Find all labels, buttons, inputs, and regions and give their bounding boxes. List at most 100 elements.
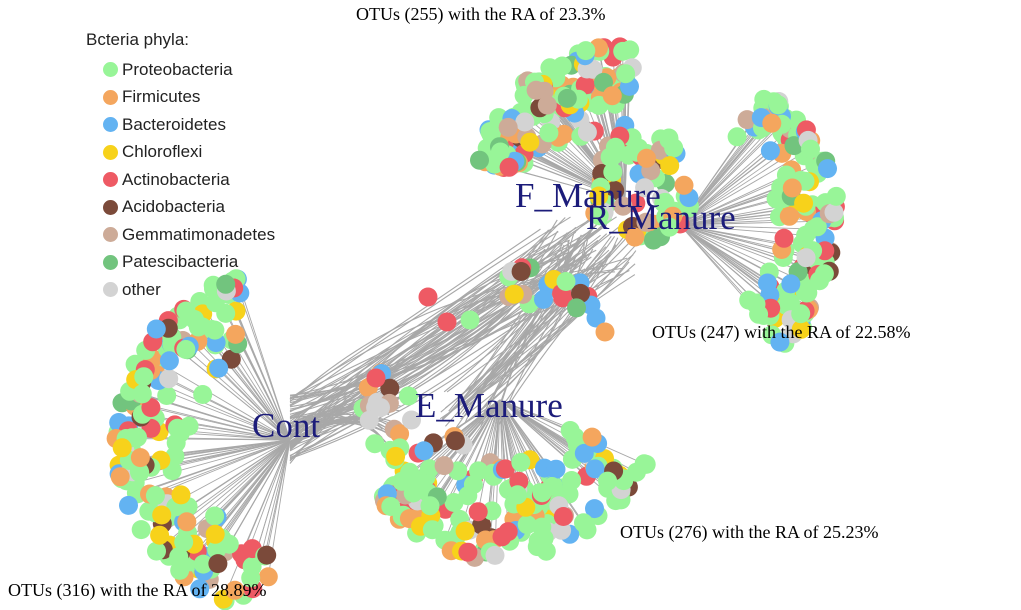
linker-node [418, 287, 438, 307]
group-label-cont: Cont [252, 406, 321, 445]
mid-hub-node [556, 272, 576, 291]
legend-item-other: other [103, 276, 275, 304]
caption-bottom-left-cluster: OTUs (316) with the RA of 28.89% [8, 580, 267, 600]
network-nodes [106, 37, 846, 610]
bottom-cluster-node [434, 456, 454, 476]
mid-hub-node [504, 284, 524, 304]
r-manure-hub-node [603, 162, 623, 182]
r-manure-hub-node [637, 148, 656, 168]
top-cluster-node [557, 88, 577, 108]
r-manure-hub-node [674, 175, 694, 195]
inter-group-edge [466, 250, 612, 405]
right-cluster-edge [679, 224, 768, 284]
bottom-cluster-node [553, 507, 573, 526]
inter-group-edge [478, 234, 582, 424]
bottom-cluster-node [546, 459, 566, 479]
right-cluster-node [768, 95, 788, 115]
right-cluster-node [762, 113, 782, 133]
mid-hub-node [571, 283, 590, 303]
bottom-cluster-node [444, 493, 464, 512]
right-cluster-node [796, 248, 816, 268]
left-cluster-node [205, 320, 225, 340]
left-cluster-edge [239, 292, 291, 441]
r-manure-hub-node [635, 178, 655, 198]
inter-group-edge [497, 242, 580, 416]
inter-group-edge [443, 244, 565, 393]
bottom-cluster-edge [499, 399, 506, 469]
left-cluster-edge [135, 439, 291, 484]
left-cluster-edge [187, 349, 291, 441]
inter-group-edge [289, 219, 558, 399]
left-cluster-node [145, 486, 165, 506]
bottom-cluster-node [492, 527, 512, 547]
legend-item-firmicutes: Firmicutes [103, 84, 275, 112]
right-cluster-node [781, 274, 801, 294]
bottom-cluster-node [585, 459, 605, 479]
left-cluster-edge [231, 339, 291, 441]
left-cluster-node [174, 532, 194, 552]
bottom-cluster-node [598, 471, 618, 491]
right-cluster-edge [679, 216, 780, 226]
right-cluster-node [737, 110, 757, 130]
bottom-cluster-node [485, 545, 505, 565]
linker-node [366, 368, 386, 388]
right-cluster-node [810, 271, 829, 291]
inter-group-edge [458, 235, 637, 411]
other-dot-icon [103, 282, 118, 298]
right-cluster-edge [679, 224, 802, 282]
bottom-cluster-node [511, 452, 531, 472]
legend-label: Bacteroidetes [122, 114, 226, 134]
left-cluster-node [134, 367, 154, 387]
top-cluster-node [602, 86, 622, 106]
left-cluster-edge [150, 407, 291, 441]
r-manure-hub-node [605, 137, 625, 157]
linker-node [460, 310, 480, 330]
group-label-r-manure: R_Manure [586, 198, 736, 237]
left-cluster-node [177, 512, 197, 532]
right-cluster-edge [679, 174, 787, 226]
right-cluster-node [807, 217, 827, 237]
bottom-cluster-node [532, 517, 552, 537]
inter-group-edge [491, 235, 590, 421]
top-cluster-node [490, 142, 510, 162]
top-cluster-node [616, 64, 636, 84]
left-cluster-node [150, 525, 170, 545]
firmicutes-dot-icon [103, 89, 118, 105]
inter-group-edge [289, 416, 383, 439]
right-cluster-node [794, 193, 814, 213]
left-cluster-edge [142, 413, 291, 441]
left-cluster-node [257, 545, 277, 565]
top-cluster-node [539, 123, 559, 143]
left-cluster-edge [197, 340, 291, 441]
bottom-cluster-node [468, 502, 488, 522]
e-manure-hub-node [365, 434, 385, 454]
e-manure-hub-node [390, 424, 410, 444]
e-manure-hub-node [359, 410, 379, 430]
legend-item-actinobacteria: Actinobacteria [103, 166, 275, 194]
inter-group-edge [480, 254, 634, 411]
legend-label: Patescibacteria [122, 252, 239, 272]
legend-item-patescibacteria: Patescibacteria [103, 249, 275, 277]
left-cluster-node [241, 568, 261, 588]
mid-hub-node [567, 298, 586, 318]
e-manure-hub-node [380, 378, 400, 398]
left-cluster-node [128, 427, 147, 447]
right-cluster-edge [679, 224, 814, 230]
right-cluster-node [770, 332, 790, 352]
r-manure-hub-node [660, 156, 680, 176]
left-cluster-edge [221, 439, 291, 539]
left-cluster-node [209, 358, 229, 378]
top-cluster-node [537, 95, 557, 115]
group-label-e-manure: E_Manure [415, 386, 563, 425]
bottom-cluster-node [527, 537, 547, 557]
right-cluster-node [758, 273, 777, 293]
left-cluster-node [169, 547, 189, 567]
bottom-cluster-node [458, 542, 478, 562]
inter-group-edge [289, 228, 541, 400]
right-cluster-node [826, 186, 846, 206]
inter-group-edge [289, 263, 577, 425]
top-cluster-node [520, 132, 540, 152]
left-cluster-node [226, 324, 245, 344]
left-cluster-edge [168, 378, 291, 441]
